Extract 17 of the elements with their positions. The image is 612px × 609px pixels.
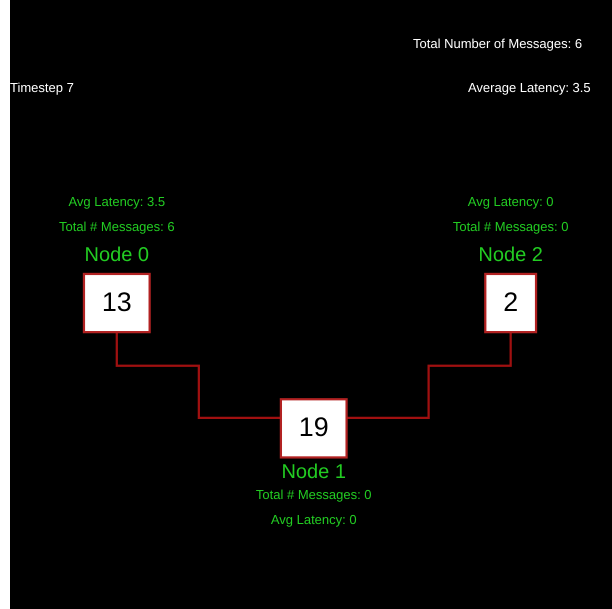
node-box: 19 xyxy=(280,398,348,459)
stat-text: Total # Messages: 0 xyxy=(452,218,568,234)
stat-text: Total # Messages: 6 xyxy=(58,218,175,234)
stat-text: Avg Latency: 0 xyxy=(468,194,554,209)
stat-text: Avg Latency: 0 xyxy=(270,512,357,528)
stat-text: Avg Latency: 3.5 xyxy=(68,194,166,209)
node-box: 2 xyxy=(484,272,538,334)
stat-text: Total # Messages: 0 xyxy=(256,487,372,502)
stat-label: Average Latency: 3.5 xyxy=(468,80,591,95)
node-heading: Node 2 xyxy=(478,244,543,267)
node-box: 13 xyxy=(82,272,151,334)
node-heading: Node 1 xyxy=(281,461,346,484)
node-heading: Node 0 xyxy=(84,244,150,267)
stat-label: Total Number of Messages: 6 xyxy=(413,36,582,51)
timestep-label: Timestep 7 xyxy=(10,80,74,95)
connector xyxy=(346,331,512,420)
connector xyxy=(116,331,281,420)
